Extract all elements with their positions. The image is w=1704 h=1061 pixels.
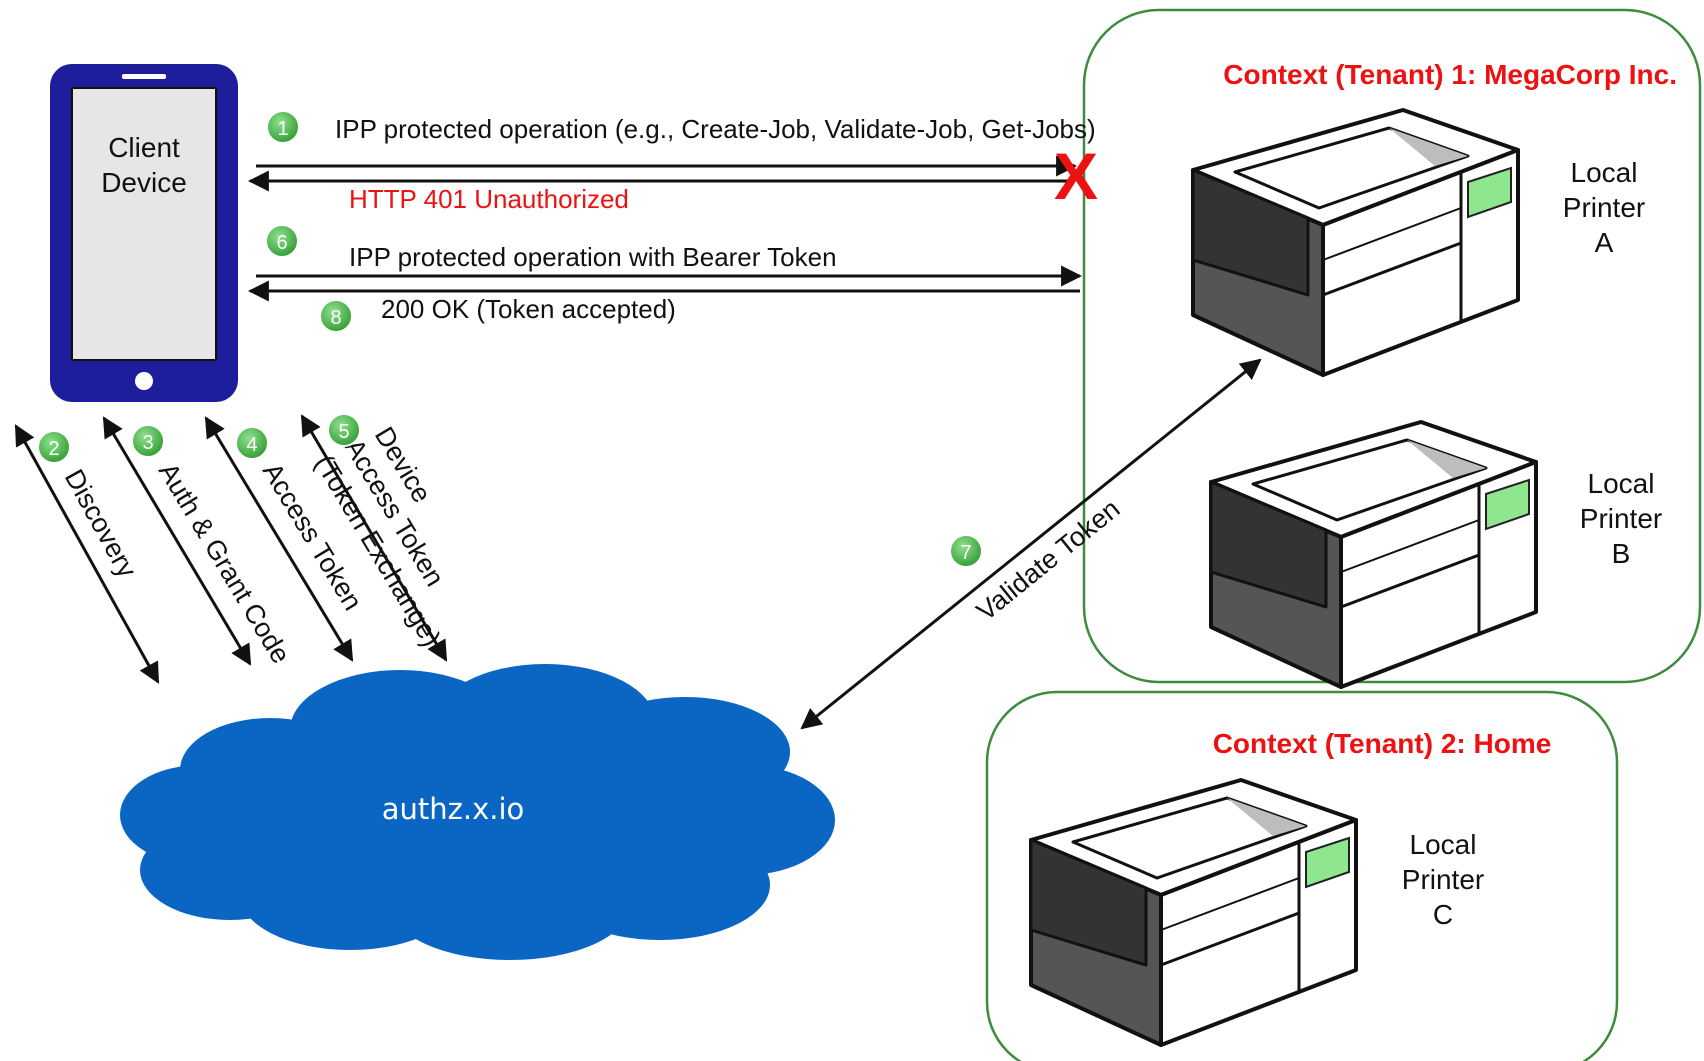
message-step1: IPP protected operation (e.g., Create-Jo… <box>335 114 1096 144</box>
tenant-2-title: Context (Tenant) 2: Home <box>1213 728 1552 759</box>
message-step6: IPP protected operation with Bearer Toke… <box>349 242 837 272</box>
svg-text:2: 2 <box>48 438 59 460</box>
printer-b-label: Local Printer B <box>1580 468 1662 569</box>
svg-text:C: C <box>1433 899 1453 930</box>
svg-text:Client: Client <box>108 132 180 163</box>
svg-text:Local: Local <box>1588 468 1655 499</box>
svg-text:Printer: Printer <box>1563 192 1645 223</box>
printer-c-icon <box>1029 778 1358 1047</box>
tenant-1-title: Context (Tenant) 1: MegaCorp Inc. <box>1223 59 1677 90</box>
svg-text:Local: Local <box>1571 157 1638 188</box>
svg-text:A: A <box>1595 227 1614 258</box>
svg-text:1: 1 <box>277 118 288 140</box>
svg-text:3: 3 <box>142 432 153 454</box>
authz-cloud <box>120 664 835 960</box>
phone-speaker-icon <box>122 74 166 79</box>
svg-text:Printer: Printer <box>1580 503 1662 534</box>
step-badge-2: 2 <box>37 430 71 464</box>
svg-text:B: B <box>1612 538 1631 569</box>
printer-c-label: Local Printer C <box>1402 829 1484 930</box>
authz-server-label: authz.x.io <box>382 792 525 826</box>
message-401: HTTP 401 Unauthorized <box>349 184 629 214</box>
client-device: Client Device <box>50 64 238 402</box>
arrow-step2 <box>14 424 160 684</box>
rejected-marker: X <box>1054 139 1098 213</box>
step-badge-6: 6 <box>265 224 299 258</box>
printer-a-label: Local Printer A <box>1563 157 1645 258</box>
svg-text:7: 7 <box>960 542 971 564</box>
svg-text:4: 4 <box>246 434 257 456</box>
svg-text:5: 5 <box>338 421 349 443</box>
step-badge-3: 3 <box>131 424 165 458</box>
svg-text:6: 6 <box>276 232 287 254</box>
arrow-step5 <box>300 414 448 662</box>
phone-home-button-icon <box>135 372 153 390</box>
svg-text:Printer: Printer <box>1402 864 1484 895</box>
printer-a-icon <box>1191 108 1520 377</box>
step-badge-5: 5 <box>327 413 361 447</box>
tenant-2-box <box>985 690 1619 1061</box>
svg-text:Device: Device <box>101 167 187 198</box>
step-badge-1: 1 <box>266 110 300 144</box>
printer-b-icon <box>1209 420 1538 689</box>
step-badge-8: 8 <box>319 299 353 333</box>
arrow-step7 <box>800 358 1262 730</box>
message-step8: 200 OK (Token accepted) <box>381 294 676 324</box>
step-badge-4: 4 <box>235 426 269 460</box>
step-badge-7: 7 <box>949 534 983 568</box>
svg-text:8: 8 <box>330 307 341 329</box>
svg-text:Local: Local <box>1410 829 1477 860</box>
label-step7: Validate Token <box>971 493 1126 626</box>
tenant-1-box <box>1082 8 1702 684</box>
